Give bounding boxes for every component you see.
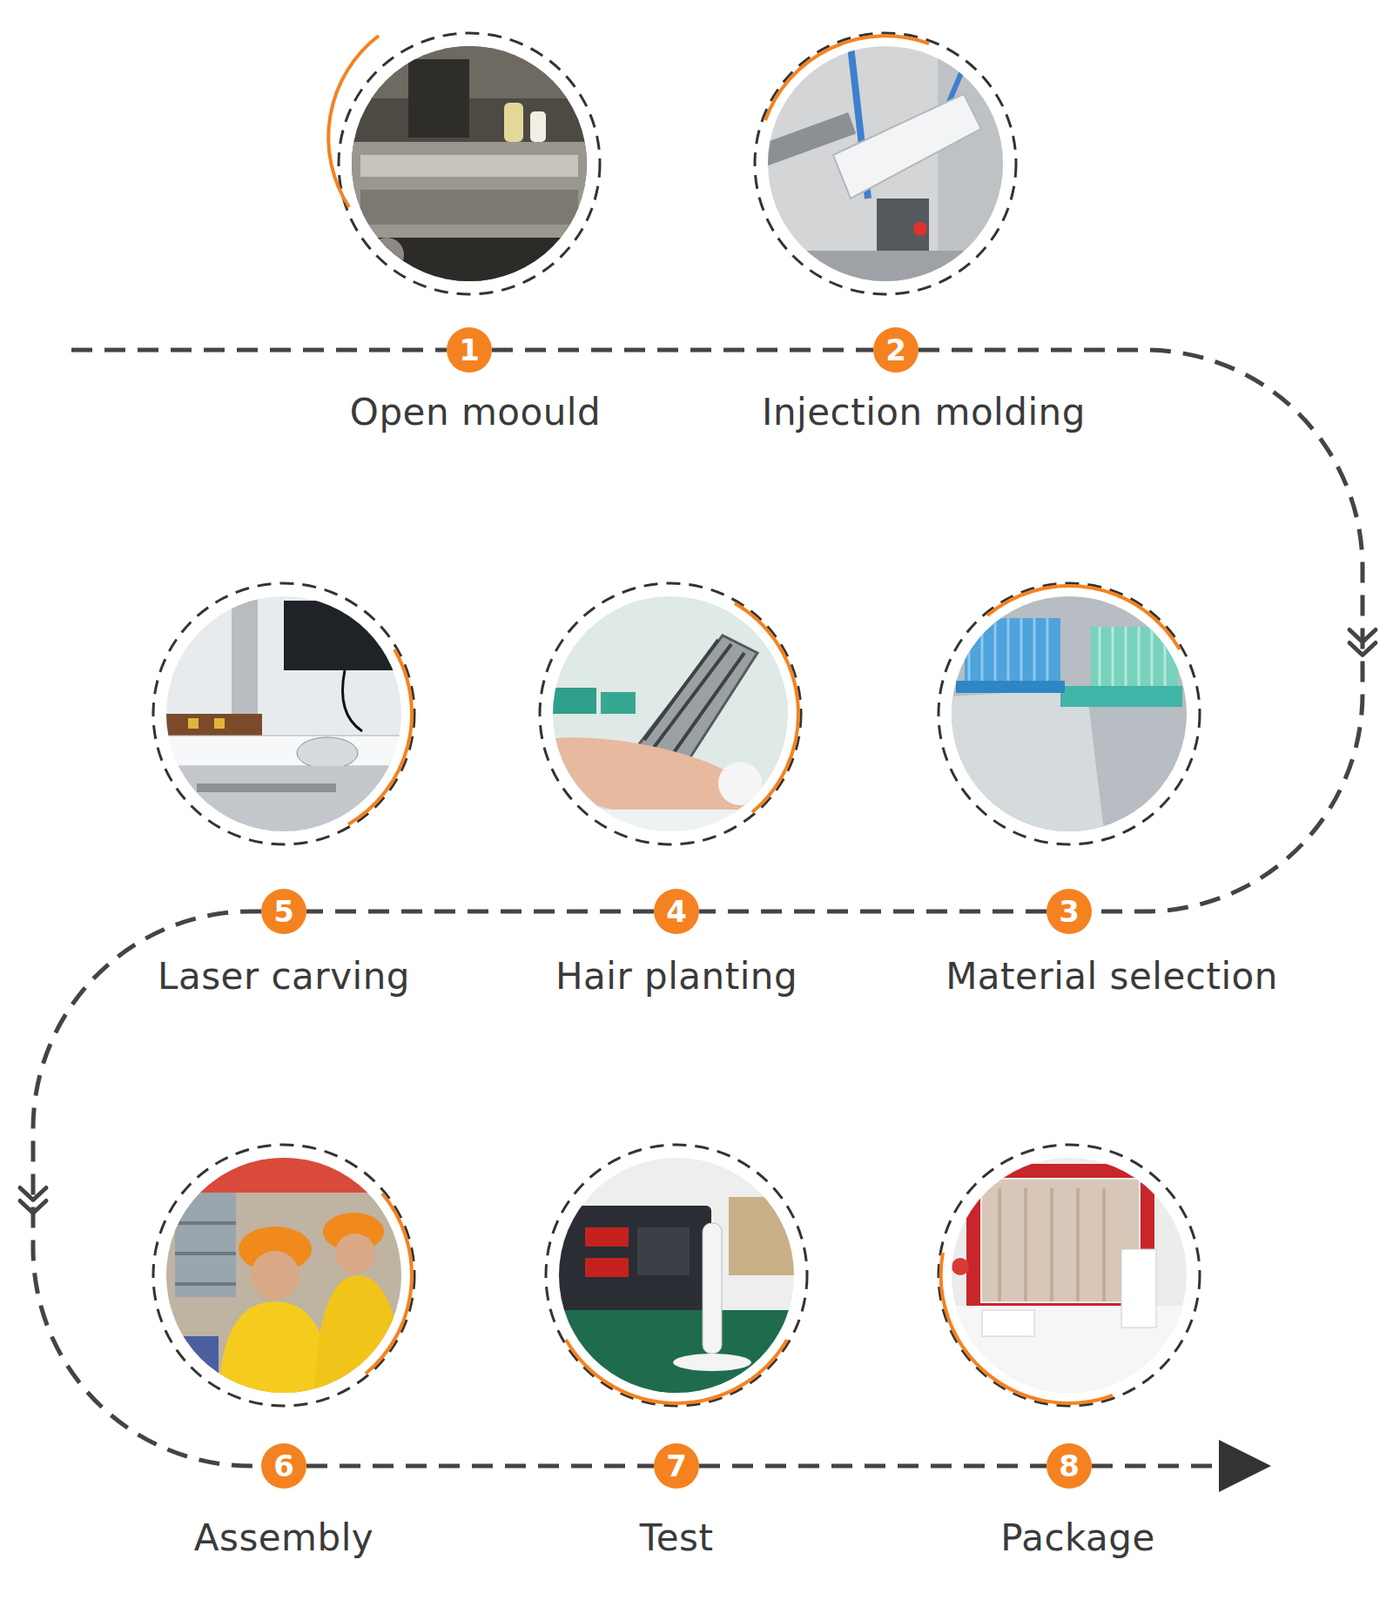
arrow-chevron [20,1188,47,1201]
accent-arc [987,585,1180,650]
step-badge: 6Assembly [261,1443,307,1489]
step-badge: 4Hair planting [653,888,700,935]
dashed-path [918,349,1363,912]
accent-arc [765,35,929,121]
step-number: 1 [458,327,480,373]
flow-connector [306,911,654,913]
step-label: Package [1000,1516,1156,1561]
step-badge: 2Injection molding [873,327,919,373]
step-number: 5 [273,888,295,935]
step-number: 2 [885,327,907,373]
end-arrow [1218,1440,1272,1493]
accent-arc [734,603,799,813]
step-number: 8 [1058,1443,1080,1489]
step-badge: 8Package [1046,1443,1092,1489]
accent-arc [365,1193,412,1374]
photo-hair-planting [506,583,801,845]
step-label: Injection molding [761,390,1086,435]
flow-connector [699,911,1047,913]
step-label: Assembly [194,1516,374,1561]
arrow-chevron [1349,630,1376,643]
accent-arc [328,35,379,208]
dashed-path [306,909,654,915]
step-number: 4 [666,888,687,935]
dashed-path [699,1464,1047,1469]
step-badge: 7Test [653,1443,700,1489]
step-number: 7 [666,1443,687,1489]
dashed-path [699,909,1047,915]
flow-connector [699,1466,1047,1468]
step-label: Test [639,1516,714,1561]
step-number: 6 [273,1443,295,1489]
end-line [1091,1464,1224,1469]
arrow-chevron [1349,643,1376,656]
arrow-chevron [20,1201,47,1214]
dashed-path [306,1464,654,1469]
photo-injection [754,33,1017,295]
photo-assembly [153,1144,415,1407]
photo-test [545,1144,808,1407]
flow-connector [918,349,1376,912]
step-label: Hair planting [555,955,798,999]
step-label: Laser carving [157,955,411,999]
lead-line [71,348,447,353]
step-badge: 1Open moould [446,327,492,373]
dashed-path [491,348,874,353]
step-number: 3 [1058,888,1080,935]
flow-connector [306,1466,654,1468]
photo-laser [153,583,415,845]
accent-arc [348,649,412,825]
flow-connector [491,349,874,351]
photo-open-mould [338,33,600,295]
photo-material [938,583,1200,845]
photo-package [938,1144,1200,1407]
accent-arc [941,1252,1113,1404]
step-badge: 3Material selection [1046,888,1092,935]
step-label: Material selection [945,955,1279,999]
accent-arc [565,1339,788,1404]
step-badge: 5Laser carving [261,888,307,935]
step-label: Open moould [349,390,601,435]
